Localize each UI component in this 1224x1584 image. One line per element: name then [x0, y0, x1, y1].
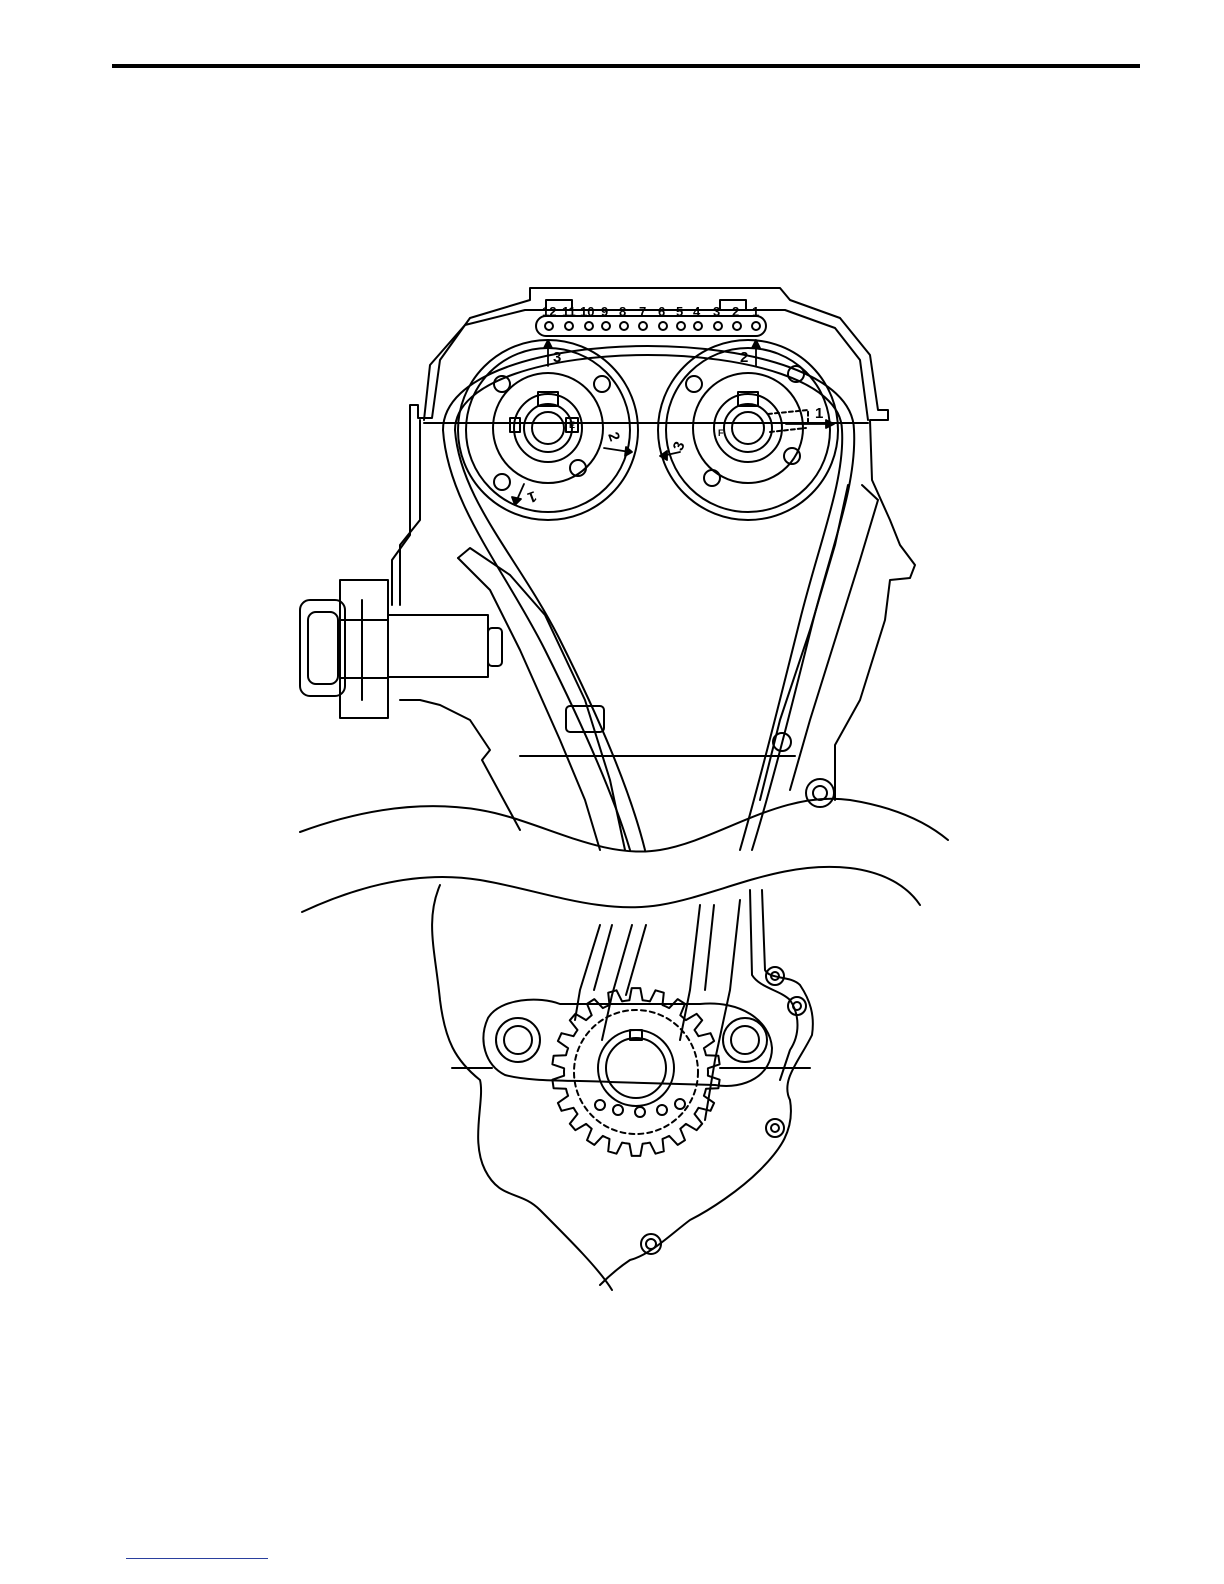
pin-number-1: 1	[752, 304, 759, 319]
crank-sprocket-hub	[574, 1010, 698, 1134]
cylinder-head-cover-outline	[392, 288, 915, 830]
timing-chain	[443, 346, 854, 850]
pin-number-10: 10	[580, 304, 594, 319]
arrow-label-intake-top: 3	[553, 349, 561, 366]
footer-rule	[126, 1558, 268, 1559]
pin-number-8: 8	[619, 304, 626, 319]
pin-number-9: 9	[601, 304, 608, 319]
pin-number-12: 12	[542, 304, 556, 319]
pin-number-3: 3	[713, 304, 720, 319]
arrow-label-intake-side: 2	[604, 430, 623, 444]
pin-number-11: 11	[562, 304, 576, 319]
pin-number-7: 7	[639, 304, 646, 319]
arrow-label-exhaust-side: 1	[815, 405, 823, 422]
pin-number-2: 2	[732, 304, 739, 319]
arrow-label-exhaust-top: 2	[740, 349, 748, 366]
intake-cam-sprocket	[458, 340, 638, 520]
chain-tension-guide	[458, 548, 625, 850]
arrow-label-intake-lower: 1	[525, 487, 539, 506]
pin-number-5: 5	[676, 304, 683, 319]
crank-guide-plate	[483, 1000, 772, 1086]
exhaust-cam-sprocket	[658, 340, 838, 520]
intake-letter-mark: E	[569, 420, 575, 430]
lower-chain-runs	[575, 900, 740, 1120]
pin-number-6: 6	[658, 304, 665, 319]
crank-sprocket-teeth	[552, 988, 719, 1156]
break-lines	[300, 799, 948, 912]
arrow-label-exhaust-lower: 3	[670, 439, 689, 453]
exhaust-letter-mark: F	[718, 428, 724, 438]
chain-pin-circles	[545, 322, 760, 330]
pin-number-4: 4	[693, 304, 701, 319]
crank-sprocket	[552, 988, 719, 1156]
crankcase-outline	[432, 885, 813, 1290]
